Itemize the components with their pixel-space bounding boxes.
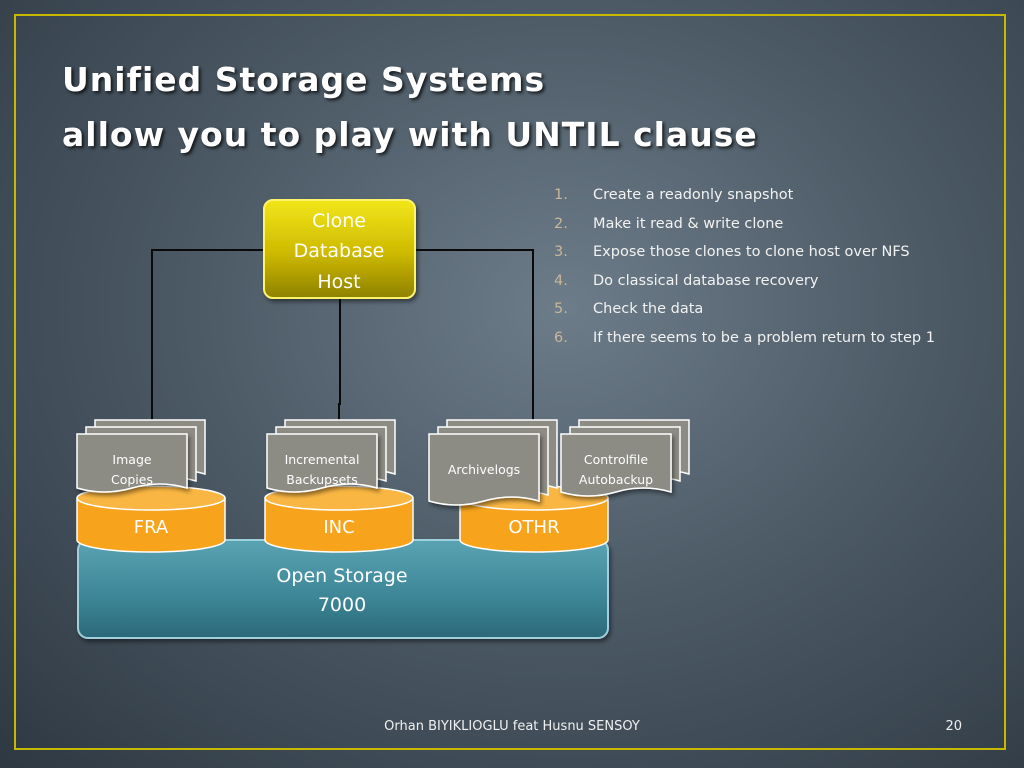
incremental-line-1: Incremental [285,452,360,467]
page-number: 20 [945,719,962,734]
title-line-2: allow you to play with UNTIL clause [62,115,758,154]
open-storage-box: Open Storage 7000 [77,539,609,639]
controlfile-autobackup-document-stack [560,419,690,497]
step-item-3: 3. Expose those clones to clone host over… [554,241,964,263]
step-text: Check the data [593,301,704,317]
step-text: Expose those clones to clone host over N… [593,244,910,260]
incremental-backupsets-document-stack [266,419,396,493]
slide-frame [14,14,1006,750]
step-text: Create a readonly snapshot [593,187,794,203]
step-number: 5. [554,301,568,317]
controlfile-line-2: Autobackup [579,472,653,487]
step-item-2: 2. Make it read & write clone [554,213,964,235]
step-number: 4. [554,272,568,289]
image-copies-document-stack [76,419,206,493]
step-text: If there seems to be a problem return to… [593,329,935,346]
host-label-line-2: Database [294,240,385,262]
clone-database-host-box: Clone Database Host [263,199,416,299]
step-number: 6. [554,329,568,346]
connector-lines [151,249,534,422]
step-number: 3. [554,244,568,260]
steps-list: 1. Create a readonly snapshot 2. Make it r… [554,184,964,355]
line-host-to-othr [414,249,534,420]
step-item-6: 6. If there seems to be a problem return … [554,327,964,349]
archivelogs-document-stack [428,419,558,506]
step-text: Make it read & write clone [593,215,784,232]
storage-label-line-2: 7000 [318,594,366,616]
slide-title: Unified Storage Systems allow you to pla… [62,52,758,162]
storage-label-line-1: Open Storage [276,565,407,587]
fra-label: FRA [134,517,169,538]
inc-label: INC [323,517,354,538]
line-host-to-fra [151,249,266,420]
step-item-5: 5. Check the data [554,298,964,320]
line-host-to-inc [338,298,341,422]
footer-author: Orhan BIYIKLIOGLU feat Husnu SENSOY [384,719,640,734]
image-copies-line-1: Image [112,452,151,467]
step-number: 2. [554,215,568,232]
step-item-4: 4. Do classical database recovery [554,270,964,292]
step-text: Do classical database recovery [593,272,819,289]
othr-label: OTHR [508,517,559,538]
image-copies-line-2: Copies [111,472,153,487]
incremental-line-2: Backupsets [286,472,357,487]
host-label-line-3: Host [317,271,360,293]
title-line-1: Unified Storage Systems [62,60,546,99]
step-item-1: 1. Create a readonly snapshot [554,184,964,206]
host-label-line-1: Clone [312,210,366,232]
step-number: 1. [554,187,568,203]
archivelogs-label: Archivelogs [448,462,520,477]
controlfile-line-1: Controlfile [584,452,649,467]
